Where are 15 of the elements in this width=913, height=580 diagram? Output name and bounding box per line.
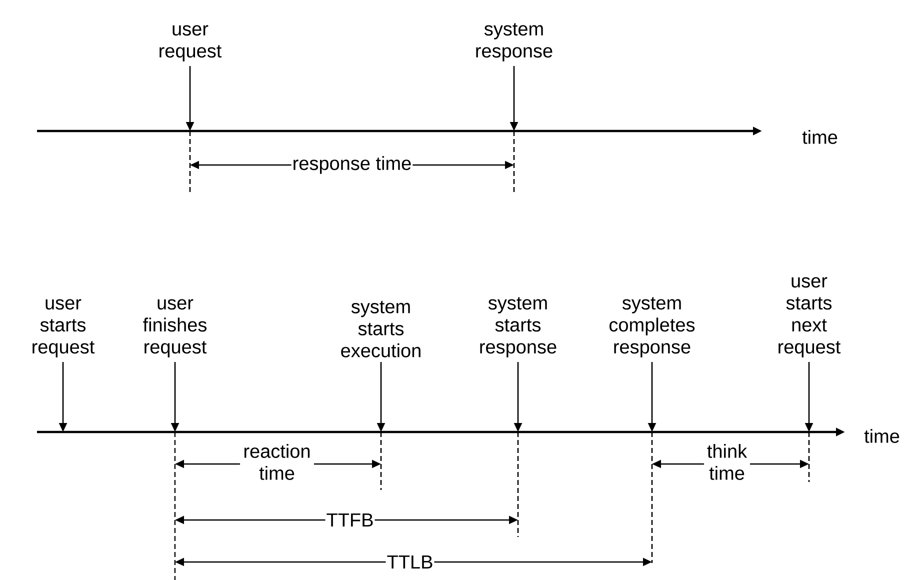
dimension-label: reaction time (240, 443, 314, 481)
event-label: user starts request (32, 299, 95, 358)
event-label: user starts next request (778, 277, 841, 358)
dimension-label: think time (704, 443, 750, 481)
event-label: user finishes request (143, 299, 207, 358)
dimension-label: response time (291, 155, 413, 175)
event-label: system completes response (610, 297, 695, 358)
dimension-label: TTLB (386, 554, 434, 570)
event-label: system starts execution (341, 300, 420, 358)
axis-label: time (802, 130, 838, 144)
axis-label: time (864, 429, 900, 443)
event-label: system starts response (480, 297, 556, 358)
event-label: user request (160, 25, 222, 62)
dimension-label: TTFB (325, 512, 375, 528)
event-label: system response (476, 23, 552, 62)
